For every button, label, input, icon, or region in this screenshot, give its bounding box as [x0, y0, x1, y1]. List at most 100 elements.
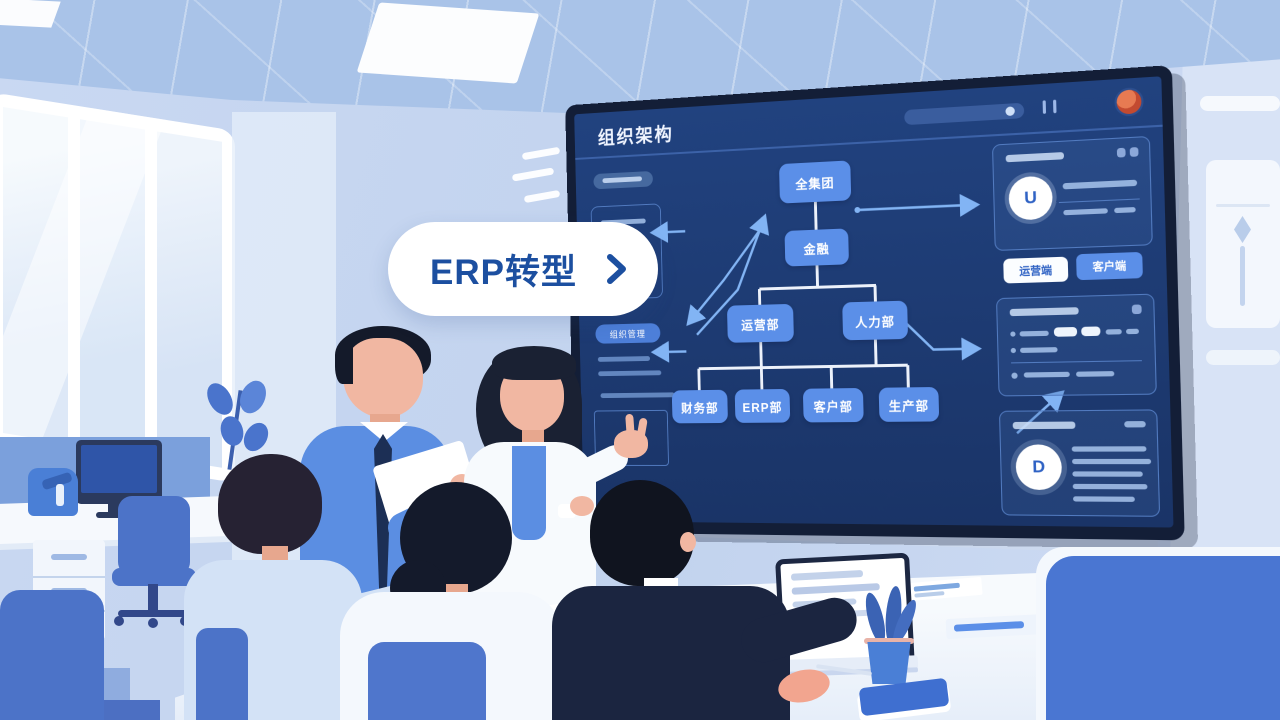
bubble-label: ERP转型 — [430, 252, 577, 292]
chevron-right-icon — [606, 254, 626, 284]
plant-pot — [867, 642, 911, 684]
card-icon — [1131, 304, 1142, 315]
bar — [1073, 496, 1135, 502]
org-node-level4-b: ERP部 — [734, 388, 791, 423]
button-light: 运营端 — [1003, 256, 1069, 284]
tv-bezel: 组织架构 组织管理 — [565, 65, 1185, 540]
org-node-root: 全集团 — [778, 160, 852, 204]
shape — [606, 254, 626, 284]
wall-shelf-bar — [1200, 96, 1280, 111]
desktop-monitor — [76, 440, 162, 504]
bar — [1076, 371, 1115, 377]
bar — [1062, 179, 1138, 190]
bar — [1125, 328, 1140, 335]
org-node-level2: 金融 — [784, 228, 849, 267]
shape — [1058, 198, 1140, 204]
shape — [1053, 326, 1078, 337]
notebook — [856, 677, 952, 720]
bar — [1009, 307, 1079, 317]
doc-icon-letter: D — [1032, 456, 1046, 477]
button-primary-label: 客户端 — [1092, 259, 1127, 274]
bar — [1010, 347, 1016, 354]
bar — [1105, 329, 1122, 335]
presenter-man-face — [343, 338, 423, 418]
shape — [112, 568, 196, 586]
bar — [1124, 421, 1146, 428]
bar — [1071, 446, 1147, 452]
screen-content: 组织架构 组织管理 — [574, 76, 1173, 527]
shape — [201, 378, 239, 420]
drawer-handle — [51, 554, 87, 560]
doc-card: D — [998, 409, 1161, 517]
shape — [118, 496, 190, 576]
empty-chair-left-corner — [0, 590, 104, 720]
ceiling-light-corner — [0, 0, 61, 28]
bar — [1011, 372, 1018, 379]
speech-bubble: ERP转型 — [388, 222, 658, 316]
wall-poster — [1206, 160, 1280, 328]
seated-man-right-ear — [680, 532, 696, 552]
shape — [114, 616, 124, 626]
org-node-level3-b: 人力部 — [842, 300, 909, 341]
shape — [33, 576, 105, 578]
shape — [1240, 246, 1245, 306]
shape — [654, 231, 685, 232]
bar — [1114, 207, 1136, 214]
card-icon — [1129, 147, 1139, 157]
seated-man-right-chair — [1046, 556, 1280, 720]
profile-card: U — [991, 135, 1153, 251]
presenter-woman-hand-2 — [570, 496, 594, 516]
org-node-level4-a: 财务部 — [671, 389, 728, 424]
button-primary: 客户端 — [1076, 251, 1143, 281]
shape — [695, 198, 909, 390]
org-node-level4-d: 生产部 — [878, 386, 940, 422]
seated-man-left-hair — [218, 454, 322, 554]
doc-icon-circle: D — [1015, 444, 1063, 491]
wall-shelf-bar-2 — [1206, 350, 1280, 365]
shape — [625, 413, 635, 439]
bar — [1072, 483, 1148, 490]
shape — [118, 610, 188, 617]
monitor-screen — [81, 445, 157, 493]
bar — [1005, 152, 1065, 163]
shape — [857, 205, 975, 210]
org-node-level3-a: 运营部 — [726, 303, 794, 343]
card-icon — [1116, 147, 1126, 158]
shape — [262, 546, 288, 564]
org-chart-connectors — [574, 76, 1173, 527]
table-plant — [860, 585, 921, 684]
presenter-woman-fringe — [492, 346, 576, 380]
desk-phone — [28, 468, 78, 516]
speed-line — [521, 146, 561, 161]
shape — [148, 584, 158, 612]
presenter-man-hair-side — [335, 340, 353, 384]
shape — [655, 351, 686, 352]
seated-man-right — [552, 468, 862, 720]
office-chair — [112, 496, 198, 632]
shape — [217, 413, 247, 449]
shape — [235, 376, 271, 418]
shape — [815, 202, 816, 230]
bar — [1019, 347, 1058, 353]
shape — [953, 621, 1025, 632]
seated-woman-chair — [368, 642, 486, 720]
window — [0, 92, 235, 483]
shape — [522, 430, 544, 444]
ceiling-light-panel — [356, 2, 540, 84]
stats-card — [996, 293, 1157, 397]
bar — [1072, 471, 1143, 477]
profile-icon-letter: U — [1023, 187, 1038, 208]
shape — [1011, 360, 1142, 364]
tv-screen: 组织架构 组织管理 — [565, 65, 1185, 540]
shape — [148, 618, 158, 628]
bar — [1012, 421, 1076, 430]
bar — [1072, 458, 1152, 465]
shape — [1081, 326, 1101, 337]
plant-pot-rim — [864, 638, 914, 644]
presenter-woman-top — [512, 446, 546, 540]
button-light-label: 运营端 — [1019, 263, 1053, 278]
shape — [1216, 204, 1270, 207]
seated-man-left-chair — [196, 628, 248, 720]
bar — [1019, 330, 1049, 337]
